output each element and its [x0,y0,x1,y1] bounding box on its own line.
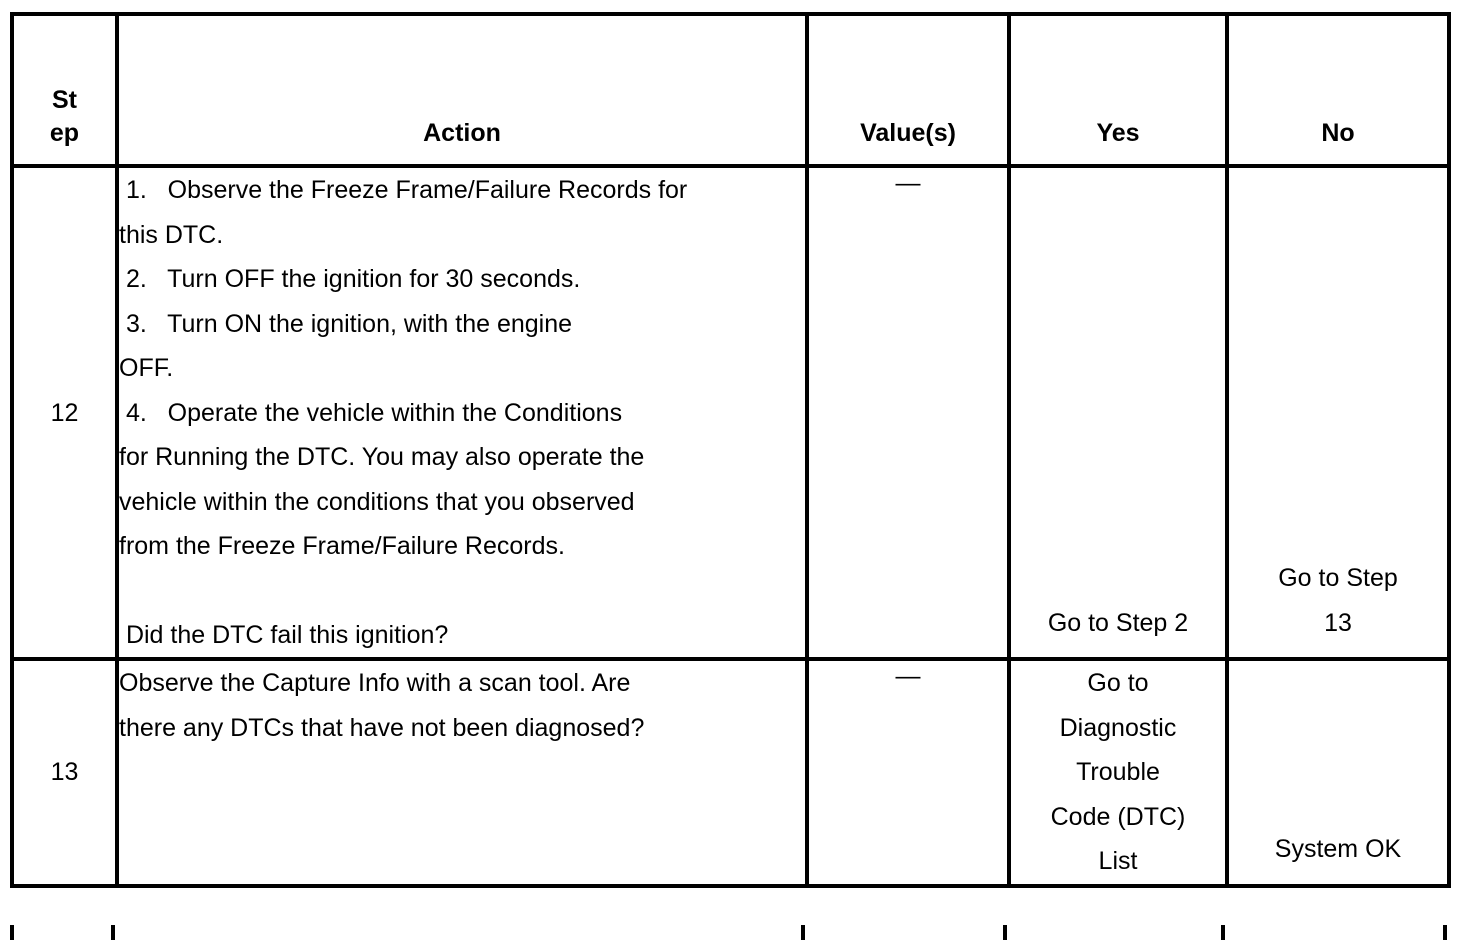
yes-branch-line: Go to [1087,669,1149,697]
table-continuation-rule-step [111,925,115,940]
table-row: 12 1. Observe the Freeze Frame/Failure R… [10,164,1451,661]
table-row: 13 Observe the Capture Info with a scan … [10,657,1451,888]
diagnostic-step-table: St ep Action Value(s) Yes No 12 1. Obser… [10,12,1451,888]
table-header-row: St ep Action Value(s) Yes No [10,12,1451,168]
yes-branch-line: Go to Step 2 [1047,608,1189,637]
table-continuation-rule-left [10,925,14,940]
no-branch-line: 13 [1324,608,1352,637]
yes-branch-line: Diagnostic [1059,713,1177,742]
cell-value: — [805,657,1011,888]
action-line: OFF. [119,354,174,382]
action-line: for Running the DTC. You may also operat… [119,443,645,471]
table-continuation-rule-value [1003,925,1007,940]
yes-branch-line: List [1098,847,1138,875]
action-line: vehicle within the conditions that you o… [119,487,635,516]
cell-step-number: 13 [10,657,119,888]
cell-yes-branch: Go to Diagnostic Trouble Code (DTC) List [1007,657,1229,888]
action-line: there any DTCs that have not been diagno… [119,713,645,742]
cell-no-branch: System OK [1225,657,1451,888]
action-line: from the Freeze Frame/Failure Records. [119,532,565,560]
action-line: 3. Turn ON the ignition, with the engine [119,309,573,338]
yes-branch-line: Trouble [1076,758,1160,786]
column-header-step: St ep [10,12,119,168]
action-question-line: Did the DTC fail this ignition? [119,620,449,649]
no-branch-line: Go to Step [1278,564,1398,592]
column-header-yes: Yes [1007,12,1229,168]
action-line: this DTC. [119,220,224,249]
cell-action-text: 1. Observe the Freeze Frame/Failure Reco… [115,164,809,661]
cell-value: — [805,164,1011,661]
column-header-step-line-1: St [52,86,77,114]
column-header-values: Value(s) [805,12,1011,168]
table-continuation-rule-action [801,925,805,940]
column-header-step-line-2: ep [49,119,80,147]
cell-step-number: 12 [10,164,119,661]
cell-action-text: Observe the Capture Info with a scan too… [115,657,809,888]
action-line: 4. Operate the vehicle within the Condit… [119,398,623,427]
action-line: Observe the Capture Info with a scan too… [119,669,631,697]
no-branch-line: System OK [1274,835,1402,863]
column-header-action: Action [115,12,809,168]
action-line: 1. Observe the Freeze Frame/Failure Reco… [119,176,688,204]
action-line: 2. Turn OFF the ignition for 30 seconds. [119,265,581,293]
table-continuation-rule-yes [1221,925,1225,940]
action-blank-line [119,569,805,613]
yes-branch-line: Code (DTC) [1050,802,1186,831]
table-continuation-rule-right [1443,925,1447,940]
cell-no-branch: Go to Step 13 [1225,164,1451,661]
column-header-no: No [1225,12,1451,168]
cell-yes-branch: Go to Step 2 [1007,164,1229,661]
